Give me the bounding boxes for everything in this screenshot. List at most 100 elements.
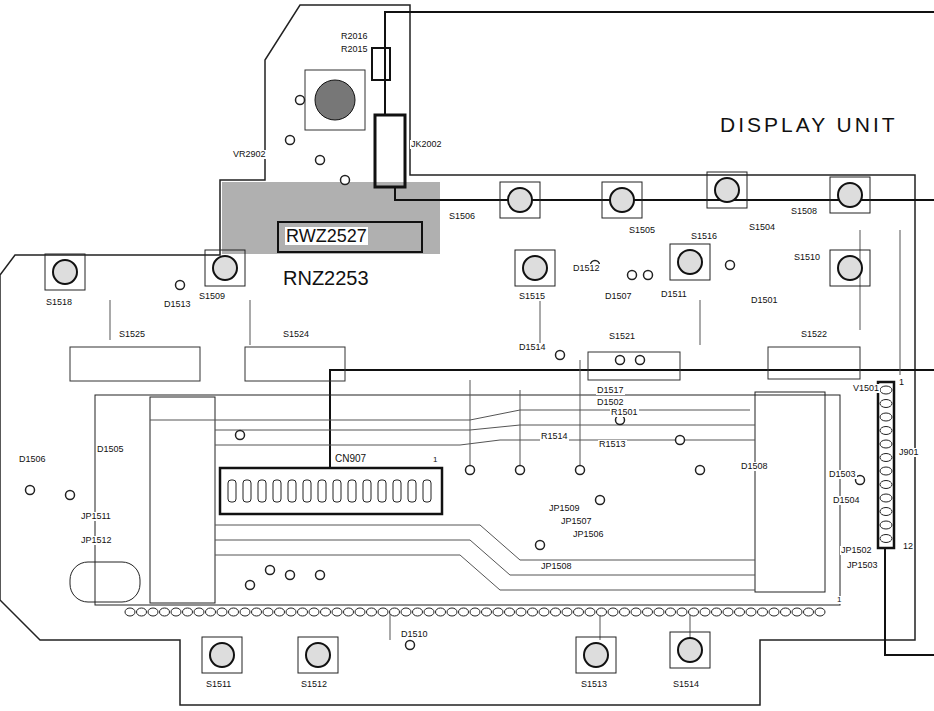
shaded-area — [222, 182, 440, 254]
connector-pin — [258, 480, 266, 502]
slide-switch — [245, 347, 345, 381]
part-label: D1503 — [828, 470, 857, 479]
part-label: S1510 — [793, 253, 821, 262]
via — [26, 486, 35, 495]
switch-button — [678, 250, 702, 274]
part-label: JP1509 — [548, 504, 581, 513]
pad — [493, 608, 503, 616]
switch-button — [210, 643, 234, 667]
switch-footprint — [670, 244, 710, 280]
switch-footprint — [830, 250, 870, 286]
pad — [171, 608, 181, 616]
pad — [712, 608, 722, 616]
part-label: S1512 — [300, 680, 328, 689]
switch-footprint — [670, 632, 710, 668]
via — [66, 491, 75, 500]
part-label: D1505 — [96, 445, 125, 454]
pad — [125, 608, 135, 616]
part-label: S1511 — [205, 680, 232, 689]
switch-footprint — [500, 182, 540, 218]
pad — [551, 608, 561, 616]
switch-button — [213, 256, 237, 280]
part-label: S1516 — [690, 232, 718, 241]
via — [286, 136, 295, 145]
via — [316, 156, 325, 165]
via — [726, 261, 735, 270]
connector-pin — [880, 494, 892, 502]
part-label: S1515 — [518, 292, 546, 301]
connector-cn907 — [220, 468, 442, 514]
pad — [562, 608, 572, 616]
connector-pin — [880, 386, 892, 394]
connector-pin — [273, 480, 281, 502]
slide-switch — [70, 347, 200, 381]
via — [636, 356, 645, 365]
part-label: S1506 — [448, 212, 476, 221]
via — [516, 466, 525, 475]
via — [176, 281, 185, 290]
pad — [206, 608, 216, 616]
pad — [240, 608, 250, 616]
connector-pin — [228, 480, 236, 502]
connector-pin — [880, 535, 892, 543]
switch-button — [508, 188, 532, 212]
part-label: D1512 — [572, 264, 601, 273]
via — [341, 176, 350, 185]
title: DISPLAY UNIT — [718, 113, 900, 137]
pad — [631, 608, 641, 616]
via — [296, 96, 305, 105]
connector-pin — [393, 480, 401, 502]
switch-footprint — [298, 637, 338, 673]
part-label: S1522 — [800, 330, 828, 339]
part-label: D1517 — [596, 386, 625, 395]
pad — [436, 608, 446, 616]
pad — [597, 608, 607, 616]
volume-footprint — [305, 70, 365, 130]
pad — [252, 608, 262, 616]
connector-pin — [880, 521, 892, 529]
pad — [620, 608, 630, 616]
switch-button — [523, 256, 547, 280]
part-label: S1524 — [282, 330, 310, 339]
pad — [482, 608, 492, 616]
via — [628, 271, 637, 280]
switch-button — [678, 638, 702, 662]
pad — [792, 608, 802, 616]
part-label: D1514 — [518, 343, 547, 352]
display-window — [150, 397, 215, 603]
volume-knob — [315, 80, 355, 120]
via — [316, 571, 325, 580]
part-label: S1514 — [672, 680, 700, 689]
pad — [516, 608, 526, 616]
pad — [194, 608, 204, 616]
connector-j901 — [878, 382, 894, 548]
part-label: R1513 — [598, 440, 627, 449]
part-label: R2015 — [340, 45, 369, 54]
part-label: RNZ2253 — [282, 268, 370, 288]
pad — [735, 608, 745, 616]
via — [466, 466, 475, 475]
part-label: S1525 — [118, 330, 146, 339]
via — [556, 351, 565, 360]
via — [596, 496, 605, 505]
part-label: S1508 — [790, 207, 818, 216]
pad — [367, 608, 377, 616]
part-label: R1514 — [540, 432, 569, 441]
pad — [390, 608, 400, 616]
slide-switch — [768, 347, 860, 379]
pad — [769, 608, 779, 616]
pad — [608, 608, 618, 616]
part-label: D1513 — [163, 300, 192, 309]
pad — [344, 608, 354, 616]
connector-pin — [318, 480, 326, 502]
via — [536, 541, 545, 550]
part-label: S1504 — [748, 223, 776, 232]
part-label: S1505 — [628, 226, 656, 235]
via — [696, 466, 705, 475]
switch-footprint — [515, 250, 555, 286]
header-footprint — [372, 48, 390, 80]
part-label: CN907 — [334, 454, 367, 464]
leader-line — [385, 12, 934, 115]
part-label: VR2902 — [232, 150, 267, 159]
connector-pin — [880, 400, 892, 408]
